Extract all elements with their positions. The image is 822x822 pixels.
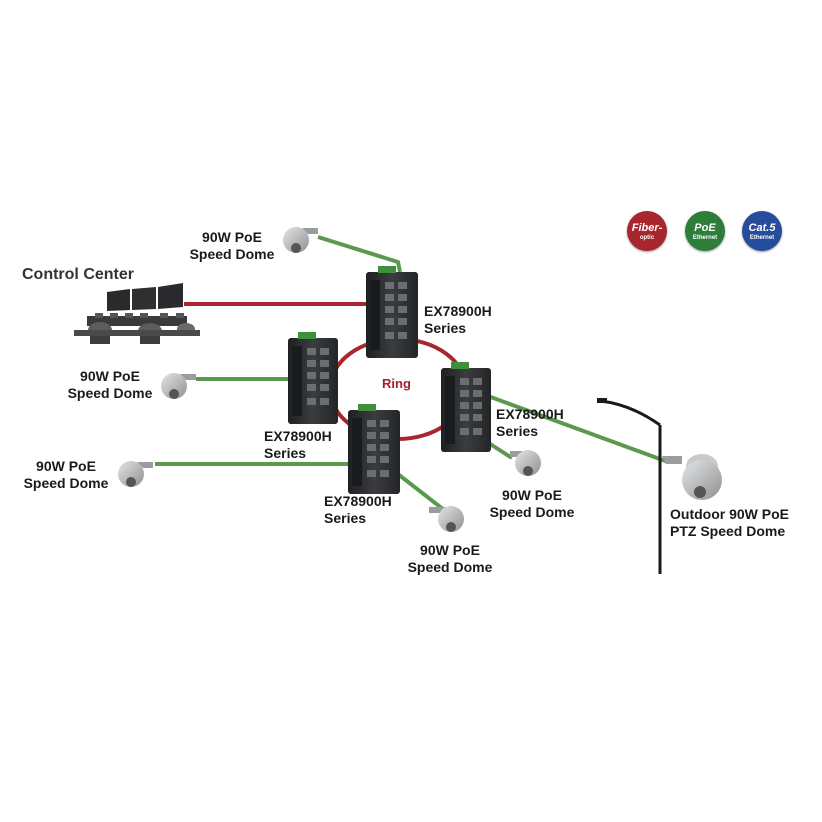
switch-bottom	[348, 404, 400, 494]
dome-label-line1: 90W PoE	[202, 229, 262, 245]
ring-text: Ring	[382, 376, 411, 391]
dome-label-line1: 90W PoE	[80, 368, 140, 384]
dome-label-line1: 90W PoE	[502, 487, 562, 503]
dome-label-line2: Speed Dome	[23, 475, 109, 491]
switch-label-line2: Series	[424, 320, 467, 336]
switch-right	[441, 362, 491, 452]
fiber-optic-badge-sub: optic	[639, 235, 655, 241]
dome-label-right: 90W PoE Speed Dome	[482, 487, 582, 521]
dome-label-line1: 90W PoE	[420, 542, 480, 558]
dome-camera-left-lower	[118, 461, 153, 487]
switch-label-line2: Series	[496, 423, 539, 439]
switch-label-right: EX78900H Series	[496, 406, 564, 440]
poe-badge-sub: Ethernet	[692, 235, 718, 241]
switch-label-left: EX78900H Series	[264, 428, 332, 462]
dome-label-left-upper: 90W PoE Speed Dome	[60, 368, 160, 402]
cat5-badge-sub: Ethernet	[749, 235, 775, 241]
switch-label-top: EX78900H Series	[424, 303, 492, 337]
poe-badge: PoE Ethernet	[685, 211, 725, 251]
dome-camera-left-upper	[161, 373, 196, 399]
ring-label: Ring	[382, 375, 411, 392]
outdoor-ptz-dome-camera	[662, 454, 722, 500]
poe-badge-main: PoE	[694, 222, 716, 234]
dome-label-line2: Speed Dome	[67, 385, 153, 401]
cat5-badge: Cat.5 Ethernet	[742, 211, 782, 251]
dome-label-line2: Speed Dome	[189, 246, 275, 262]
switch-top	[366, 266, 418, 358]
switch-label-line1: EX78900H	[324, 493, 392, 509]
dome-label-line2: Speed Dome	[489, 504, 575, 520]
fiber-optic-badge: Fiber- optic	[627, 211, 667, 251]
switch-label-line2: Series	[324, 510, 367, 526]
outdoor-label-line1: Outdoor 90W PoE	[670, 506, 789, 522]
dome-label-bottom: 90W PoE Speed Dome	[400, 542, 500, 576]
control-center-graphic	[74, 283, 200, 344]
switch-label-line1: EX78900H	[424, 303, 492, 319]
poe-link-outdoor	[487, 394, 669, 464]
switch-label-line1: EX78900H	[264, 428, 332, 444]
cat5-badge-main: Cat.5	[748, 222, 776, 234]
dome-label-top: 90W PoE Speed Dome	[182, 229, 282, 263]
switch-label-line1: EX78900H	[496, 406, 564, 422]
fiber-optic-badge-main: Fiber-	[631, 222, 663, 234]
dome-camera-bottom	[429, 506, 464, 532]
poe-link-top	[317, 235, 402, 273]
switch-label-bottom: EX78900H Series	[324, 493, 392, 527]
dome-label-left-lower: 90W PoE Speed Dome	[16, 458, 116, 492]
dome-camera-right	[510, 450, 541, 476]
control-center-label: Control Center	[22, 266, 134, 283]
poe-link-bottom	[392, 469, 450, 515]
poe-links	[155, 235, 669, 515]
switch-left	[288, 332, 338, 424]
outdoor-dome-label: Outdoor 90W PoE PTZ Speed Dome	[670, 506, 789, 540]
outdoor-label-line2: PTZ Speed Dome	[670, 523, 786, 539]
outdoor-pole	[597, 398, 662, 574]
dome-camera-top	[283, 227, 318, 253]
dome-label-line1: 90W PoE	[36, 458, 96, 474]
switch-label-line2: Series	[264, 445, 307, 461]
control-center-text: Control Center	[22, 266, 134, 283]
dome-label-line2: Speed Dome	[407, 559, 493, 575]
